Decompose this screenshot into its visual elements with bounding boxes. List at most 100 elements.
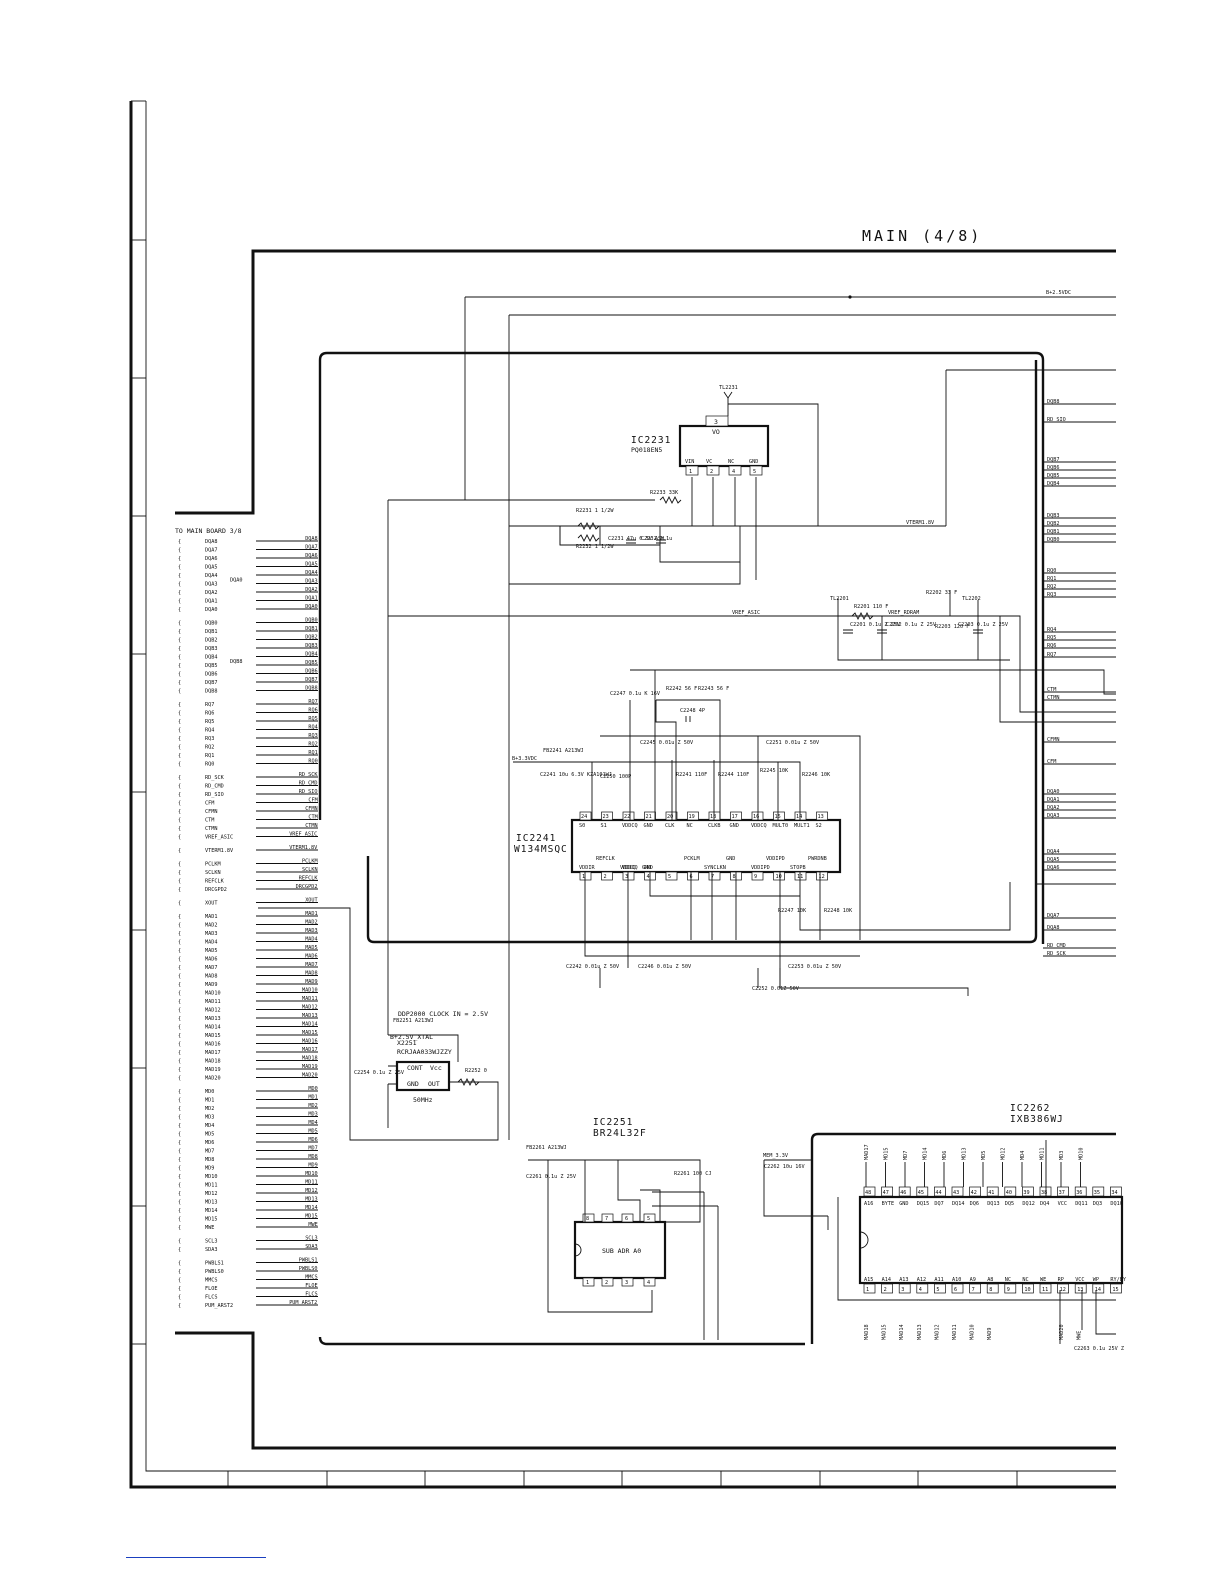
connector-net-label: MAD4: [305, 937, 318, 943]
page-link[interactable]: [126, 1557, 266, 1558]
ic2262-bottom-pin-num: 2: [884, 1287, 887, 1293]
connector-net-label: RD_SCK: [299, 772, 319, 778]
memory-signal-label: MAD14: [899, 1324, 905, 1340]
connector-signal-left: {: [178, 1157, 181, 1163]
right-signal-label: CFMN: [1047, 737, 1060, 743]
ic2231-pin: [728, 465, 742, 476]
connector-net-label: DQB4: [305, 652, 318, 658]
connector-signal-left: {: [178, 965, 181, 971]
memory-signal-label: MAD12: [934, 1324, 940, 1340]
ic2262-top-pin: [969, 1186, 981, 1197]
right-signal-label: RQ4: [1047, 627, 1056, 633]
connector-net-label: REFCLK: [299, 876, 319, 882]
ic2262-bottom-pin: [863, 1283, 876, 1294]
connector-signal-left: {: [178, 923, 181, 929]
svg-text:R2261 100 CJ: R2261 100 CJ: [674, 1171, 711, 1177]
memory-signal-label: MAD15: [882, 1324, 888, 1340]
connector-signal: MAD8: [205, 974, 218, 980]
svg-text:R2202 33 F: R2202 33 F: [926, 590, 957, 596]
ic2262-ref: IC2262: [1010, 1103, 1050, 1114]
memory-signal-label: MAD11: [952, 1324, 958, 1340]
connector-signal-left: {: [178, 1183, 181, 1189]
right-signal-label: RD_CMD: [1047, 943, 1066, 949]
svg-text:R2252 0: R2252 0: [465, 1068, 487, 1074]
svg-text:FB2251 A213WJ: FB2251 A213WJ: [393, 1018, 434, 1024]
net-b25: B+2.5VDC: [1046, 290, 1071, 296]
connector-net-label: DQA8: [305, 536, 318, 542]
connector-signal-left: {: [178, 1225, 181, 1231]
ic2262-top-pin-label: DQ3: [1093, 1201, 1102, 1207]
right-signal-label: DQA7: [1047, 913, 1060, 919]
ic2262-top-pin-label: DQ13: [987, 1201, 1000, 1207]
connector-signal: DQB7: [205, 680, 218, 686]
ic2262-top-pin-label: DQ5: [1005, 1201, 1014, 1207]
connector-signal: DQA7: [205, 548, 218, 554]
connector-signal-left: {: [178, 1067, 181, 1073]
connector-signal-left: {: [178, 870, 181, 876]
connector-signal: PWBLS0: [205, 1269, 224, 1275]
ic2262-bottom-pin-num: 5: [936, 1287, 939, 1293]
connector-signal-left: {: [178, 1217, 181, 1223]
memory-signal-label: MAD9: [987, 1328, 993, 1341]
ic2241-top-pin-label: CLKB: [708, 823, 721, 829]
ic2241-bottom-pin: [687, 871, 699, 881]
svg-text:VO: VO: [712, 428, 720, 436]
ic2231-ref: IC2231: [631, 435, 671, 446]
ic2251-bottom-pin: [643, 1277, 656, 1287]
ic2262-top-pin-num: 43: [953, 1190, 959, 1196]
connector-signal-left: {: [178, 879, 181, 885]
svg-text:C2254 0.1u Z 25V: C2254 0.1u Z 25V: [354, 1070, 404, 1076]
svg-text:R2233 33K: R2233 33K: [650, 490, 679, 496]
ic2262-top-pin-num: 41: [988, 1190, 994, 1196]
connector-net-label: MAD17: [302, 1047, 318, 1053]
ic2241-top-pin: [687, 811, 699, 821]
connector-group-label: DQA0: [230, 577, 243, 583]
right-signal-label: RQ6: [1047, 643, 1056, 649]
connector-signal: DQB0: [205, 621, 218, 627]
memory-signal-label: MAD10: [970, 1324, 976, 1340]
connector-signal-left: {: [178, 638, 181, 644]
ic2231-pin-label: VC: [706, 459, 712, 465]
ic2241-top-pin-label: VDDCQ: [751, 823, 767, 829]
ic2262-top-pin-label: DQ6: [970, 1201, 979, 1207]
ic2241-top-pin: [622, 811, 635, 821]
ic2241-top-pin-num: 13: [818, 814, 824, 820]
ic2241-top-pin-num: 16: [753, 814, 759, 820]
ic2262-top-pin-label: BYTE: [882, 1201, 895, 1207]
memory-signal-label: MAD13: [917, 1324, 923, 1340]
connector-net-label: MAD12: [302, 1005, 318, 1011]
ic2262-bottom-pin-label: A13: [899, 1277, 908, 1283]
connector-net-label: RQ5: [308, 716, 317, 722]
connector-signal-left: {: [178, 914, 181, 920]
ic2262-top-pin-num: 45: [918, 1190, 924, 1196]
connector-signal: DQA5: [205, 565, 218, 571]
connector-net-label: VREF_ASIC: [289, 832, 317, 838]
ic2262-top-pin-num: 36: [1076, 1190, 1082, 1196]
memory-signal-label: MD10: [1079, 1148, 1085, 1161]
ic2231-pin-num: 4: [732, 469, 735, 475]
ic2241-bottom-pin: [622, 871, 635, 881]
connector-net-label: MAD20: [302, 1073, 318, 1079]
ic2262-top-pin-num: 37: [1059, 1190, 1065, 1196]
svg-text:B+2.5V_XTAL: B+2.5V_XTAL: [390, 1033, 433, 1041]
connector-signal: MAD20: [205, 1076, 221, 1082]
svg-text:MEM_3.3V: MEM_3.3V: [763, 1153, 788, 1159]
svg-text:C2251 0.01u Z 50V: C2251 0.01u Z 50V: [766, 740, 819, 746]
connector-signal: MMCS: [205, 1278, 218, 1284]
right-signal-label: RQ2: [1047, 584, 1056, 590]
connector-signal-left: {: [178, 1132, 181, 1138]
ic2231-pin-num: 1: [689, 469, 692, 475]
connector-net-label: MD2: [308, 1103, 317, 1109]
right-signal-label: DQB6: [1047, 465, 1060, 471]
ic2241-bottom-pin-num: 10: [776, 874, 782, 880]
connector-signal-left: {: [178, 582, 181, 588]
connector-net-label: MAD2: [305, 920, 318, 926]
ic2262-bottom-pin: [881, 1283, 893, 1294]
connector-net-label: MAD10: [302, 988, 318, 994]
net-vterm: VTERM1.8V: [906, 520, 934, 526]
connector-net-label: DQA5: [305, 562, 318, 568]
ic2262-bottom-pin-label: A14: [882, 1277, 891, 1283]
ic2262-top-pin: [986, 1186, 999, 1197]
ic2262-bottom-pin: [986, 1283, 999, 1294]
